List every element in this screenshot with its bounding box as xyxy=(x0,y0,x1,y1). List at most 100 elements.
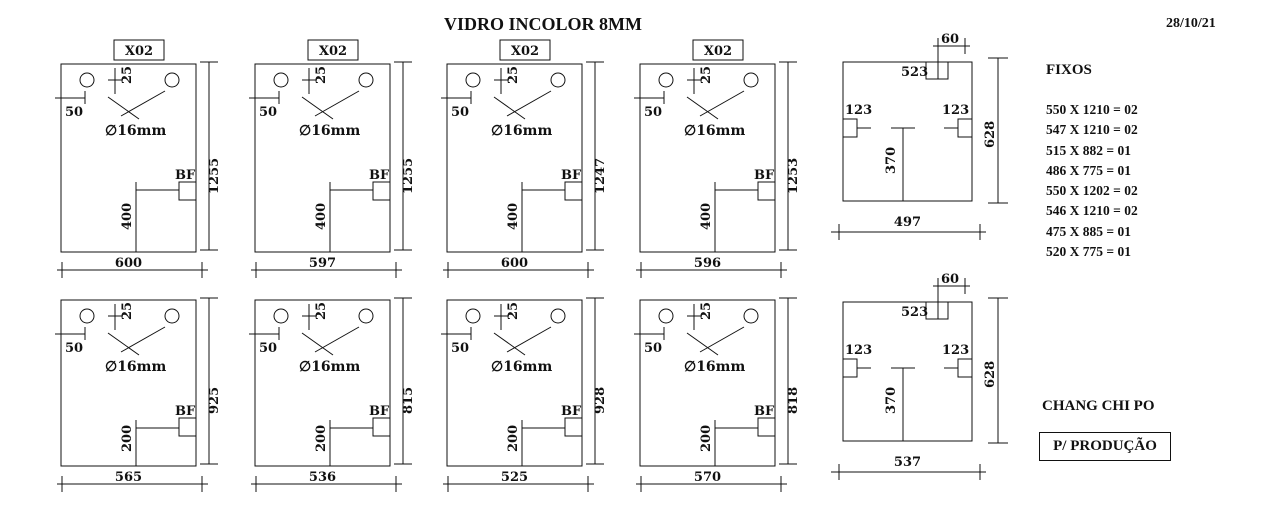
lock-cutout xyxy=(757,417,776,437)
glass-outline xyxy=(254,299,391,467)
lock-height-label: 200 xyxy=(314,425,329,452)
fixed-height-label: 628 xyxy=(983,361,998,388)
hole-right xyxy=(358,308,374,324)
lock-height-label: 400 xyxy=(699,203,714,230)
lock-code-label: BF xyxy=(754,404,775,419)
lock-cutout xyxy=(178,417,197,437)
height-label: 1253 xyxy=(786,158,801,194)
glass-outline xyxy=(639,63,776,253)
fixos-list: 550 X 1210 = 02 547 X 1210 = 02 515 X 88… xyxy=(1046,100,1138,262)
hole-left xyxy=(658,308,674,324)
height-label: 815 xyxy=(401,387,416,414)
glass-outline xyxy=(60,299,197,467)
center-height-label: 370 xyxy=(884,387,899,414)
hole-diameter-label: ∅16mm xyxy=(491,123,552,139)
lock-code-label: BF xyxy=(175,404,196,419)
left-notch xyxy=(842,118,858,138)
tag-box xyxy=(499,39,551,61)
width-label: 597 xyxy=(309,256,336,271)
lock-height-label: 200 xyxy=(120,425,135,452)
hole-right xyxy=(164,72,180,88)
top-notch xyxy=(925,61,949,80)
lock-code-label: BF xyxy=(561,168,582,183)
width-label: 565 xyxy=(115,470,142,485)
lock-cutout xyxy=(564,417,583,437)
hole-offset-label: 25 xyxy=(314,302,329,320)
hole-offset-label: 25 xyxy=(699,302,714,320)
status-box: P/ PRODUÇÃO xyxy=(1039,432,1171,461)
tag-box xyxy=(307,39,359,61)
right-notch xyxy=(957,118,973,138)
leader-line xyxy=(301,332,334,356)
hole-offset-label: 25 xyxy=(120,66,135,84)
glass-outline xyxy=(254,63,391,253)
height-label: 1247 xyxy=(593,158,608,194)
hole-diameter-label: ∅16mm xyxy=(105,123,166,139)
fixed-width-label: 537 xyxy=(894,455,921,470)
lock-cutout xyxy=(372,417,391,437)
edge-offset-label: 50 xyxy=(259,341,277,356)
right-notch xyxy=(957,358,973,378)
leader-line xyxy=(506,90,552,117)
tag-label: X02 xyxy=(704,44,732,59)
fixos-item: 546 X 1210 = 02 xyxy=(1046,203,1138,219)
lock-cutout xyxy=(564,181,583,201)
hole-offset-label: 25 xyxy=(314,66,329,84)
hole-diameter-label: ∅16mm xyxy=(684,359,745,375)
leader-line xyxy=(506,326,552,353)
hole-diameter-label: ∅16mm xyxy=(299,123,360,139)
height-label: 1255 xyxy=(207,158,222,194)
hole-left xyxy=(658,72,674,88)
top-notch-label: 523 xyxy=(901,305,928,320)
leader-line xyxy=(107,332,140,356)
edge-offset-label: 50 xyxy=(259,105,277,120)
lock-code-label: BF xyxy=(369,168,390,183)
lock-height-label: 200 xyxy=(699,425,714,452)
width-label: 525 xyxy=(501,470,528,485)
left-notch-label: 123 xyxy=(845,103,872,118)
height-label: 925 xyxy=(207,387,222,414)
hole-offset-label: 25 xyxy=(699,66,714,84)
hole-left xyxy=(465,72,481,88)
lock-height-label: 400 xyxy=(314,203,329,230)
right-notch-label: 123 xyxy=(942,343,969,358)
fixos-item: 550 X 1210 = 02 xyxy=(1046,102,1138,117)
hole-offset-label: 25 xyxy=(506,302,521,320)
center-height-label: 370 xyxy=(884,147,899,174)
glass-outline xyxy=(446,299,583,467)
fixos-title: FIXOS xyxy=(1046,62,1092,78)
tag-label: X02 xyxy=(125,44,153,59)
fixed-glass-outline xyxy=(842,61,973,202)
width-label: 600 xyxy=(115,256,142,271)
edge-offset-label: 50 xyxy=(644,341,662,356)
hole-diameter-label: ∅16mm xyxy=(299,359,360,375)
tag-box xyxy=(113,39,165,61)
lock-height-label: 200 xyxy=(506,425,521,452)
width-label: 596 xyxy=(694,256,721,271)
glass-outline xyxy=(446,63,583,253)
leader-line xyxy=(699,90,745,117)
leader-line xyxy=(493,332,526,356)
leader-line xyxy=(301,96,334,120)
hole-right xyxy=(164,308,180,324)
leader-line xyxy=(686,332,719,356)
lock-code-label: BF xyxy=(175,168,196,183)
hole-right xyxy=(743,308,759,324)
hole-right xyxy=(550,308,566,324)
height-label: 928 xyxy=(593,387,608,414)
client-name: CHANG CHI PO xyxy=(1042,398,1155,414)
leader-line xyxy=(686,96,719,120)
fixos-item: 520 X 775 = 01 xyxy=(1046,244,1131,260)
hole-left xyxy=(273,72,289,88)
edge-offset-label: 50 xyxy=(65,105,83,120)
lock-code-label: BF xyxy=(561,404,582,419)
date-label: 28/10/21 xyxy=(1166,16,1216,31)
height-label: 818 xyxy=(786,387,801,414)
left-notch xyxy=(842,358,858,378)
